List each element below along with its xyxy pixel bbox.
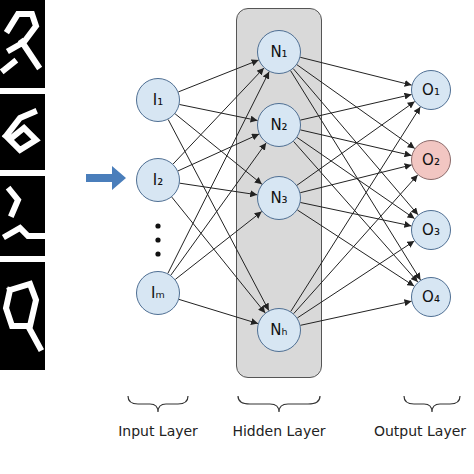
connection-arrow: [179, 299, 258, 323]
connection-arrow: [297, 241, 414, 318]
connection-arrow: [300, 57, 411, 85]
connection-arrow: [300, 130, 411, 156]
neuron-label: O₂: [422, 151, 440, 169]
neuron-circle: N₁: [257, 30, 301, 74]
neuron-circle: N₃: [257, 176, 301, 220]
neuron-circle: O₄: [411, 277, 451, 317]
connection-arrow: [300, 95, 411, 121]
layer-label: Input Layer: [118, 423, 198, 439]
connection-arrow: [301, 301, 412, 325]
connection-arrow: [294, 175, 418, 314]
neuron-circle: O₂: [411, 140, 451, 180]
neuron-circle: I₂: [136, 158, 180, 202]
neuron-circle: O₃: [411, 210, 451, 250]
connection-arrow: [297, 102, 415, 186]
neuron-circle: I₁: [136, 78, 180, 122]
connection-arrow: [172, 197, 265, 313]
connection-arrow: [293, 69, 418, 215]
connection-arrow: [173, 68, 264, 164]
neuron-label: O₃: [422, 221, 440, 239]
neuron-label: Iₘ: [151, 284, 165, 302]
connection-arrow: [294, 142, 418, 283]
connection-arrow: [168, 72, 269, 274]
layer-label: Output Layer: [374, 423, 466, 439]
input-arrow: [86, 166, 126, 190]
connection-arrow: [297, 138, 414, 219]
hidden-layer-band: Hidden LayerN₁N₂N₃Nₕ: [236, 8, 322, 378]
neuron-label: I₁: [153, 91, 163, 109]
neuron-label: N₂: [270, 116, 287, 134]
neuron-circle: Nₕ: [257, 308, 301, 352]
connection-arrow: [175, 212, 261, 280]
connection-arrow: [291, 107, 421, 312]
neuron-circle: Iₘ: [136, 271, 180, 315]
character-image: [0, 0, 45, 370]
connection-arrow: [301, 203, 412, 226]
neuron-label: Nₕ: [270, 321, 287, 339]
neuron-label: O₁: [422, 81, 440, 99]
neuron-label: O₄: [422, 288, 440, 306]
neuron-label: N₃: [270, 189, 287, 207]
connection-arrow: [297, 210, 414, 286]
connection-arrow: [175, 114, 262, 184]
neuron-label: I₂: [153, 171, 163, 189]
connection-arrow: [171, 143, 266, 275]
neuron-circle: N₂: [257, 103, 301, 147]
connection-arrow: [168, 120, 269, 311]
neuron-circle: O₁: [411, 70, 451, 110]
layer-label: Hidden Layer: [232, 423, 325, 439]
connection-arrow: [178, 60, 258, 92]
connection-arrow: [180, 183, 257, 195]
connection-arrow: [291, 71, 421, 280]
connection-arrow: [180, 105, 258, 121]
connection-arrow: [178, 134, 259, 171]
connection-arrow: [300, 165, 411, 193]
layer-brace: [128, 396, 460, 412]
neuron-label: N₁: [270, 43, 287, 61]
connection-arrow: [297, 65, 415, 149]
